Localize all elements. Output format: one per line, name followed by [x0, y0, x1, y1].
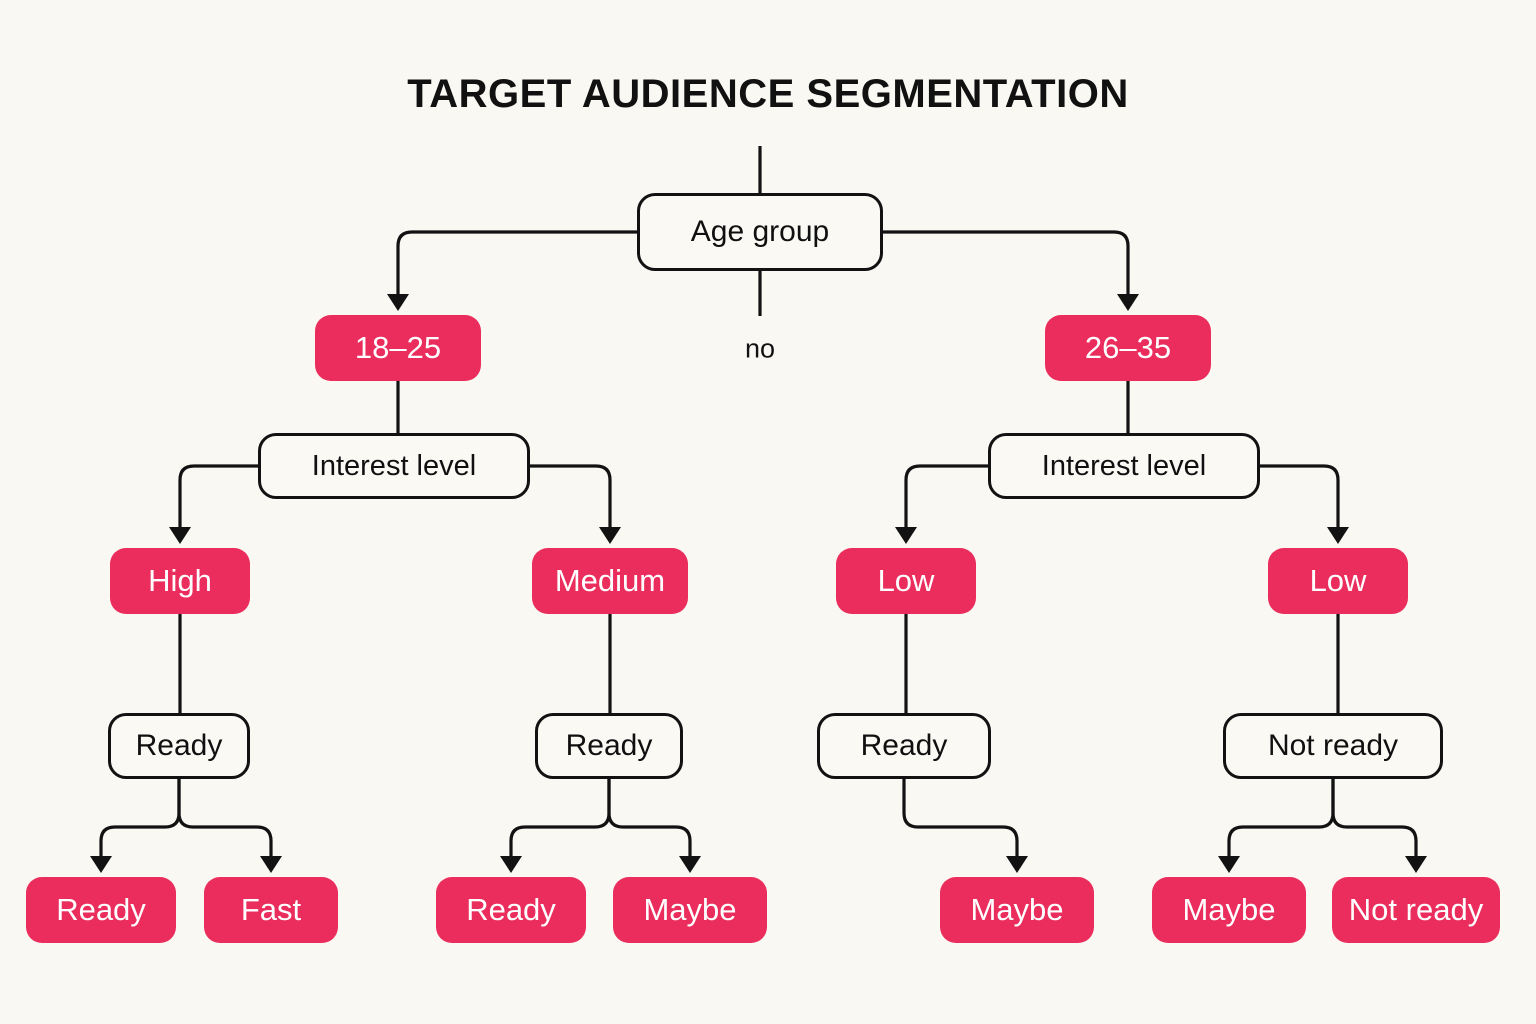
- node-label: 18–25: [354, 330, 442, 365]
- edge-ready-high-to-out-ready-1-arrowhead: [90, 856, 112, 873]
- node-out-maybe-3[interactable]: Maybe: [1152, 877, 1306, 943]
- node-label: Low: [877, 563, 935, 598]
- node-ready-low-a[interactable]: Ready: [817, 713, 991, 779]
- node-level-low-b[interactable]: Low: [1268, 548, 1408, 614]
- edge-interest-left-to-level-medium-arrowhead: [599, 527, 621, 544]
- node-label: Ready: [565, 729, 653, 762]
- node-label: Ready: [860, 729, 948, 762]
- edge-interest-right-to-level-low-b-arrowhead: [1327, 527, 1349, 544]
- page-title: TARGET AUDIENCE SEGMENTATION: [407, 72, 1129, 116]
- edge-notready-low-b-to-out-notready: [1331, 779, 1418, 856]
- edge-ready-high-to-out-fast: [177, 779, 273, 856]
- node-out-ready-2[interactable]: Ready: [436, 877, 586, 943]
- node-level-medium[interactable]: Medium: [532, 548, 688, 614]
- node-level-high[interactable]: High: [110, 548, 250, 614]
- edge-notready-low-b-to-out-maybe-3-arrowhead: [1218, 856, 1240, 873]
- node-label: 26–35: [1084, 330, 1172, 365]
- node-label: Interest level: [1041, 449, 1207, 482]
- node-ready-medium[interactable]: Ready: [535, 713, 683, 779]
- edge-root-to-age-26-35: [883, 230, 1130, 294]
- node-label: Interest level: [311, 449, 477, 482]
- edge-ready-medium-to-out-ready-2: [509, 779, 611, 856]
- edge-root-to-age-18-25: [396, 230, 637, 294]
- edge-ready-medium-to-out-maybe-1: [607, 779, 692, 856]
- node-out-maybe-2[interactable]: Maybe: [940, 877, 1094, 943]
- edge-ready-low-a-to-out-maybe-2: [902, 779, 1019, 856]
- node-label: Fast: [240, 892, 302, 927]
- node-ready-high[interactable]: Ready: [108, 713, 250, 779]
- node-age-26-35[interactable]: 26–35: [1045, 315, 1211, 381]
- node-label: Not ready: [1267, 729, 1399, 762]
- node-label: Not ready: [1348, 892, 1484, 927]
- edge-interest-left-to-level-high: [178, 464, 258, 527]
- node-label: Maybe: [643, 892, 737, 927]
- edge-ready-medium-to-out-maybe-1-arrowhead: [679, 856, 701, 873]
- node-label: Medium: [554, 563, 666, 598]
- node-label: High: [148, 563, 212, 598]
- edge-interest-left-to-level-high-arrowhead: [169, 527, 191, 544]
- node-age-18-25[interactable]: 18–25: [315, 315, 481, 381]
- edge-root-to-age-26-35-arrowhead: [1117, 294, 1139, 311]
- edge-interest-right-to-level-low-a-arrowhead: [895, 527, 917, 544]
- edge-ready-low-a-to-out-maybe-2-arrowhead: [1006, 856, 1028, 873]
- node-label: Ready: [135, 729, 223, 762]
- node-label: Maybe: [1182, 892, 1276, 927]
- node-out-notready[interactable]: Not ready: [1332, 877, 1500, 943]
- node-label: Ready: [56, 892, 146, 927]
- node-interest-left[interactable]: Interest level: [258, 433, 530, 499]
- edge-ready-high-to-out-fast-arrowhead: [260, 856, 282, 873]
- node-label: Age group: [690, 215, 830, 248]
- node-out-fast[interactable]: Fast: [204, 877, 338, 943]
- node-notready-low-b[interactable]: Not ready: [1223, 713, 1443, 779]
- edge-interest-right-to-level-low-b: [1260, 464, 1340, 527]
- node-interest-right[interactable]: Interest level: [988, 433, 1260, 499]
- edge-interest-left-to-level-medium: [530, 464, 612, 527]
- edge-root-to-age-18-25-arrowhead: [387, 294, 409, 311]
- edge-interest-right-to-level-low-a: [904, 464, 988, 527]
- edge-notready-low-b-to-out-maybe-3: [1227, 779, 1335, 856]
- node-label: Ready: [466, 892, 556, 927]
- node-level-low-a[interactable]: Low: [836, 548, 976, 614]
- node-label: Low: [1309, 563, 1367, 598]
- edge-ready-medium-to-out-ready-2-arrowhead: [500, 856, 522, 873]
- node-out-maybe-1[interactable]: Maybe: [613, 877, 767, 943]
- edge-label-no-label: no: [744, 333, 776, 364]
- edge-notready-low-b-to-out-notready-arrowhead: [1405, 856, 1427, 873]
- node-out-ready-1[interactable]: Ready: [26, 877, 176, 943]
- node-root[interactable]: Age group: [637, 193, 883, 271]
- edge-ready-high-to-out-ready-1: [99, 779, 181, 856]
- node-label: Maybe: [970, 892, 1064, 927]
